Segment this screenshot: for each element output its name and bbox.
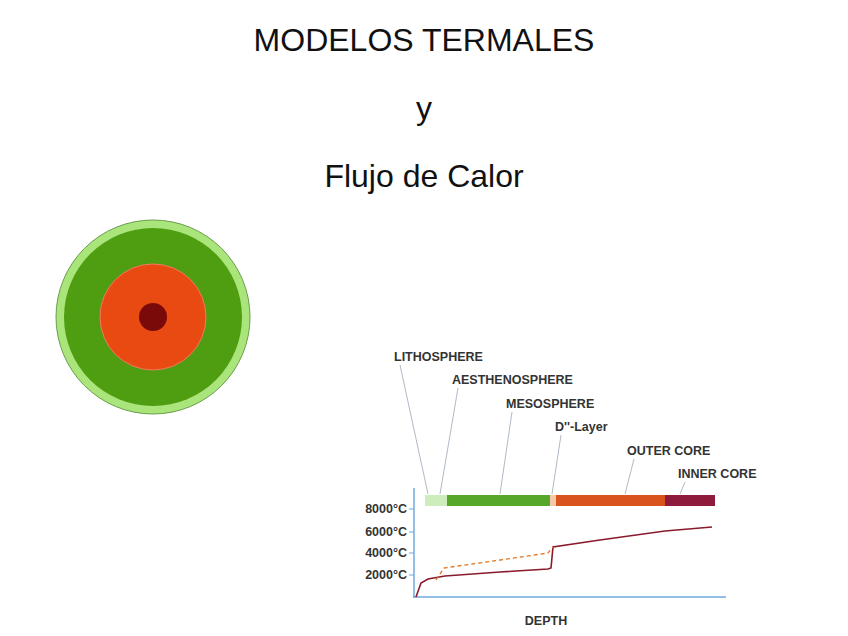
y-axis xyxy=(413,488,415,598)
lithosphere-band xyxy=(425,495,447,506)
axis-tick-label: 8000°C xyxy=(365,503,407,516)
layer-label: LITHOSPHERE xyxy=(394,351,483,364)
outer-core-circle xyxy=(100,264,206,370)
crust-circle xyxy=(56,220,250,414)
x-axis xyxy=(413,596,726,598)
d-layer-band xyxy=(550,495,556,506)
layer-label: INNER CORE xyxy=(678,468,756,481)
layer-label: MESOSPHERE xyxy=(506,398,594,411)
slide-title: MODELOS TERMALES xyxy=(254,24,595,56)
outer-core-band xyxy=(556,495,665,506)
layer-label: AESTHENOSPHERE xyxy=(452,374,573,387)
subtitle-text: y xyxy=(416,92,432,124)
alternate-temperature-curve xyxy=(436,547,553,580)
subtitle-text: Flujo de Calor xyxy=(324,160,523,192)
temperature-curve xyxy=(416,527,712,597)
axis-tick-label: 6000°C xyxy=(365,526,407,539)
mantle-band xyxy=(447,495,550,506)
layer-label: OUTER CORE xyxy=(627,445,710,458)
axis-tick-label: 4000°C xyxy=(365,547,407,560)
inner-core-circle xyxy=(139,303,167,331)
inner-core-band xyxy=(665,495,715,506)
layer-label: D''-Layer xyxy=(555,421,608,434)
mantle-circle xyxy=(64,228,242,406)
axis-title: DEPTH xyxy=(525,615,567,628)
axis-tick-label: 2000°C xyxy=(365,569,407,582)
leader-lines xyxy=(400,365,685,494)
axis-ticks xyxy=(409,509,414,575)
